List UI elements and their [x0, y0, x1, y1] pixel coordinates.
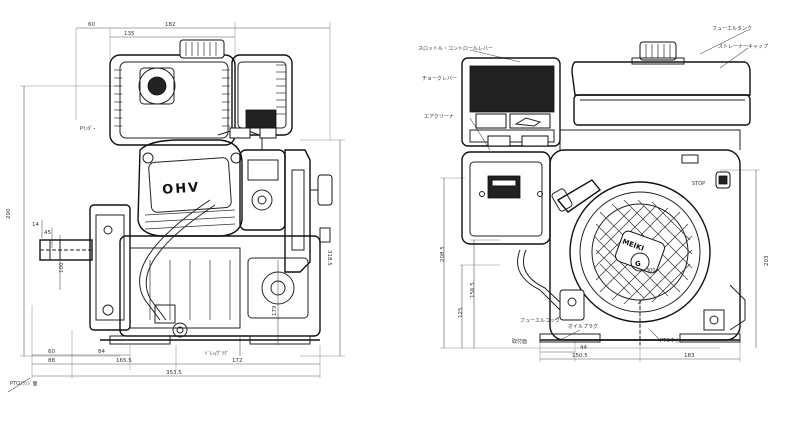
label-ground: 取付面 — [512, 338, 527, 345]
front-air-cleaner — [231, 54, 293, 136]
front-view-dimensions: 60 182 135 290 14 45 100 318.5 179 — [6, 22, 345, 393]
dim-left-100: 100 — [59, 262, 65, 273]
model-number: 300 — [646, 268, 656, 274]
front-recoil — [284, 149, 333, 273]
label-pto-flange: PTOﾌﾗﾝｼﾞ面 — [10, 380, 38, 387]
dim-top-182: 182 — [165, 22, 176, 28]
stop-label: STOP — [692, 181, 705, 187]
side-flywheel: MEIKI G 300 — [569, 181, 711, 323]
label-oil-plug: オイルプラグ — [568, 323, 598, 330]
label-choke: チョークレバー — [422, 76, 457, 82]
dim-v-203: 203 — [764, 255, 770, 266]
dim-bot-172: 172 — [232, 358, 243, 364]
label-p-inder: Pｲﾝﾀﾞｰ — [80, 125, 96, 132]
dim-top-135: 135 — [124, 31, 135, 37]
dim-right-179: 179 — [272, 305, 278, 316]
dim-bot-60: 60 — [48, 349, 55, 355]
label-air-cleaner: エアクリーナ — [424, 114, 454, 120]
side-fuel-tank — [571, 41, 751, 126]
dim-left-45: 45 — [44, 230, 51, 236]
front-fuel-tank — [109, 39, 236, 146]
dim-v-156: 156.5 — [470, 282, 476, 298]
front-carburetor — [217, 127, 286, 231]
ohv-label: OHV — [162, 180, 201, 198]
dim-h-44: 44 — [580, 345, 587, 351]
dim-v-125: 125 — [458, 307, 464, 318]
dim-h-150: 150.5 — [572, 353, 588, 359]
dim-bot-88: 88 — [48, 358, 55, 364]
front-view: 60 182 135 290 14 45 100 318.5 179 — [6, 22, 345, 393]
label-strainer: ストレーナーキャップ — [718, 44, 768, 50]
front-base — [100, 335, 320, 345]
side-base — [517, 249, 746, 345]
label-fuel-tank: フューエルタンク — [712, 25, 752, 32]
side-recoil-handle — [551, 179, 602, 213]
dim-left-14: 14 — [32, 222, 39, 228]
model-letter: G — [635, 260, 641, 268]
front-crankcase: ﾄﾞﾚﾝ/ﾌﾟﾗｸﾞ — [119, 199, 321, 357]
label-drain: ﾄﾞﾚﾝ/ﾌﾟﾗｸﾞ — [205, 350, 229, 357]
dim-top-60: 60 — [88, 22, 95, 28]
side-view-dimensions: 208.5 156.5 125 203 44 150.5 183 — [440, 169, 770, 362]
label-throttle: スロットル・コントロールレバー — [418, 46, 493, 52]
front-pto-shaft — [39, 204, 131, 331]
side-stop-switch: STOP — [681, 154, 731, 189]
front-cylinder-head: OHV — [137, 139, 243, 237]
dim-bot-84: 84 — [98, 349, 105, 355]
side-view: スロットル・コントロールレバー チョークレバー エアクリーナ フューエルタンク … — [418, 25, 770, 362]
dim-h-183: 183 — [684, 353, 695, 359]
dim-v-208: 208.5 — [440, 246, 446, 262]
dim-bot-353: 353.5 — [166, 370, 182, 376]
dim-left-290: 290 — [6, 208, 12, 219]
dim-right-318: 318.5 — [326, 250, 332, 266]
label-fuel-cock: フューエルコック — [520, 318, 560, 324]
dim-bot-165: 165.5 — [116, 358, 132, 364]
side-air-cleaner — [461, 57, 561, 147]
